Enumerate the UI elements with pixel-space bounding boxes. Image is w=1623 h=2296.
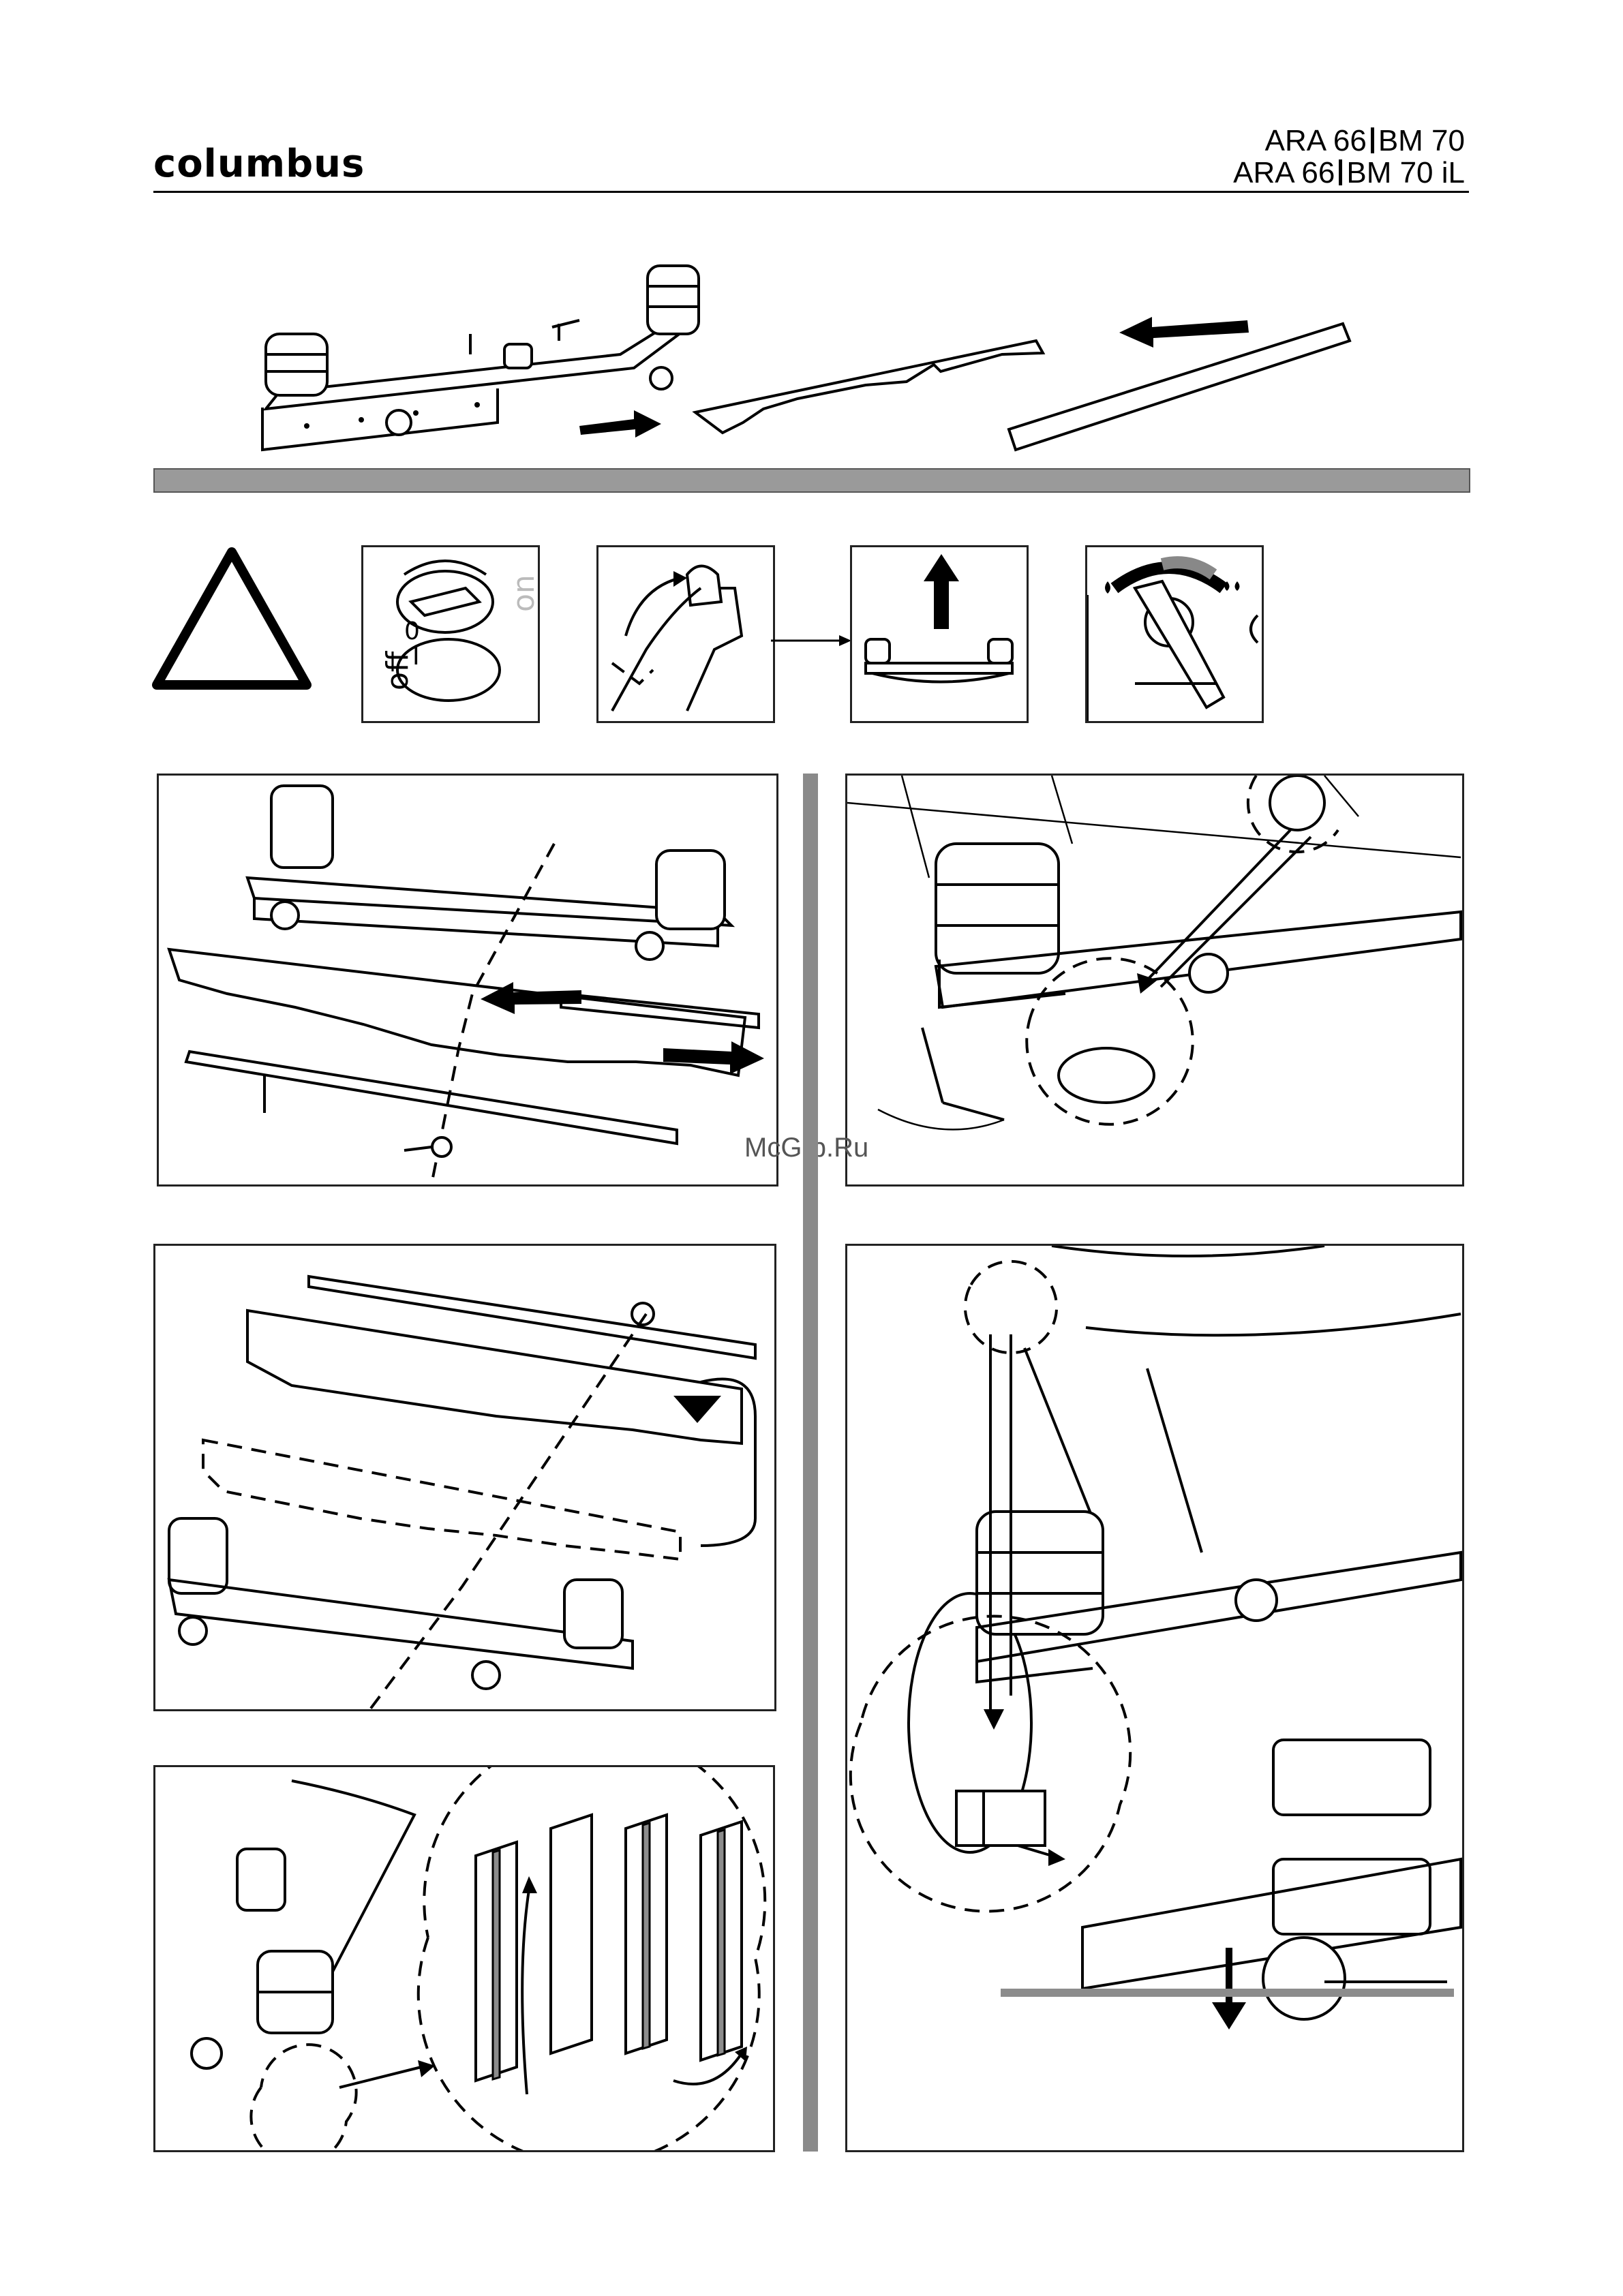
icon-water-valve	[1085, 545, 1264, 723]
model-divider	[1339, 159, 1342, 185]
panel-blade-install	[153, 1244, 776, 1711]
model-divider	[1371, 127, 1374, 153]
switch-on-text: on	[506, 575, 538, 612]
rear-blade-drawing	[1009, 324, 1350, 450]
model-2-right: BM 70 iL	[1346, 156, 1465, 189]
icon-switch-off: off on 0 I	[361, 545, 540, 723]
section-divider-bar	[153, 468, 1470, 493]
warning-triangle-icon	[150, 545, 314, 692]
switch-one-text: I	[412, 643, 420, 671]
header-rule	[153, 191, 1469, 193]
panel-knob-loosen	[845, 774, 1464, 1187]
front-blade-drawing	[695, 341, 1043, 433]
panel-lower-adjust	[845, 1244, 1464, 2152]
model-1-right: BM 70	[1378, 124, 1465, 157]
brand-logo: columbus	[153, 142, 365, 186]
switch-off-text: off	[380, 650, 415, 690]
overview-illustration	[252, 252, 1370, 457]
switch-zero-text: 0	[404, 617, 420, 645]
panel-blade-rotation	[153, 1765, 775, 2152]
arrow-right-icon	[579, 410, 661, 438]
icon-lever-raise	[596, 545, 775, 723]
icon-squeegee-lift	[850, 545, 1029, 723]
model-2-left: ARA 66	[1233, 156, 1335, 189]
panel-blade-removal	[157, 774, 778, 1187]
model-1-left: ARA 66	[1265, 124, 1367, 157]
arrow-left-icon	[1119, 317, 1249, 348]
model-line-2: ARA 66 BM 70 iL	[1233, 157, 1465, 189]
connector-arrow-icon	[771, 634, 853, 647]
model-line-1: ARA 66 BM 70	[1265, 125, 1465, 157]
column-separator	[803, 774, 818, 2152]
